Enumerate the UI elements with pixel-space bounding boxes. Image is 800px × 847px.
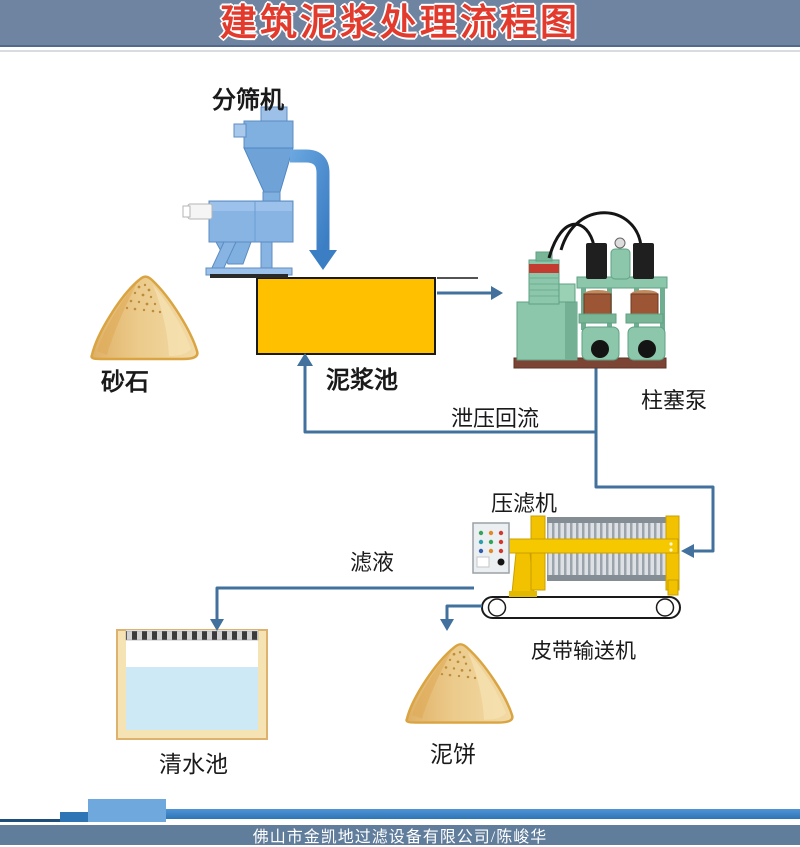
footer-accent-block: [88, 799, 166, 822]
arrowhead-to-pump: [491, 286, 503, 300]
slurry-pool-shape: [256, 277, 478, 355]
arrowhead-into-water-pool: [210, 619, 224, 631]
header-bar: 建筑泥浆处理流程图: [0, 0, 800, 47]
filter-press-control-cabinet: [472, 522, 510, 574]
arrowhead-onto-cake: [440, 619, 454, 631]
label-screening-machine: 分筛机: [212, 87, 284, 114]
pipe-pressure-relief: [594, 368, 715, 553]
arrowhead-into-press: [681, 544, 694, 558]
footer-accent-square: [60, 812, 88, 822]
label-filter-press: 压滤机: [491, 491, 558, 516]
pipe-filtrate: [215, 586, 474, 619]
label-plunger-pump: 柱塞泵: [641, 388, 708, 413]
pipe-return-to-pool: [303, 366, 596, 434]
belt-conveyor-illustration: [481, 596, 681, 619]
label-belt-conveyor: 皮带输送机: [531, 640, 636, 663]
label-mud-cake: 泥饼: [430, 741, 476, 767]
plunger-pump-illustration: [513, 211, 668, 369]
header-underline: [0, 50, 800, 52]
label-filtrate: 滤液: [350, 550, 395, 575]
arrowhead-into-pool: [297, 353, 313, 366]
label-pressure-relief-return: 泄压回流: [451, 406, 540, 431]
pipe-conveyor-to-cake: [445, 604, 482, 619]
label-sand: 砂石: [101, 369, 149, 396]
label-clean-water-pool: 清水池: [159, 751, 228, 777]
page-title: 建筑泥浆处理流程图: [220, 2, 580, 43]
footer-credit: 佛山市金凯地过滤设备有限公司/陈峻华: [252, 829, 548, 846]
mud-cake-illustration: [405, 643, 514, 724]
flow-arrowheads: [210, 286, 694, 631]
feed-arrow: [290, 149, 337, 270]
flow-pipes: [215, 291, 715, 619]
footer-band: 佛山市金凯地过滤设备有限公司/陈峻华: [0, 825, 800, 846]
clean-water-pool-illustration: [116, 629, 268, 740]
sand-pile-illustration: [90, 275, 199, 361]
footer-accent-bar: [166, 809, 800, 819]
screening-machine-illustration: [182, 106, 294, 278]
filter-press-illustration: [472, 515, 680, 597]
label-slurry-pool: 泥浆池: [326, 367, 398, 394]
footer-accent-line: [0, 819, 60, 822]
